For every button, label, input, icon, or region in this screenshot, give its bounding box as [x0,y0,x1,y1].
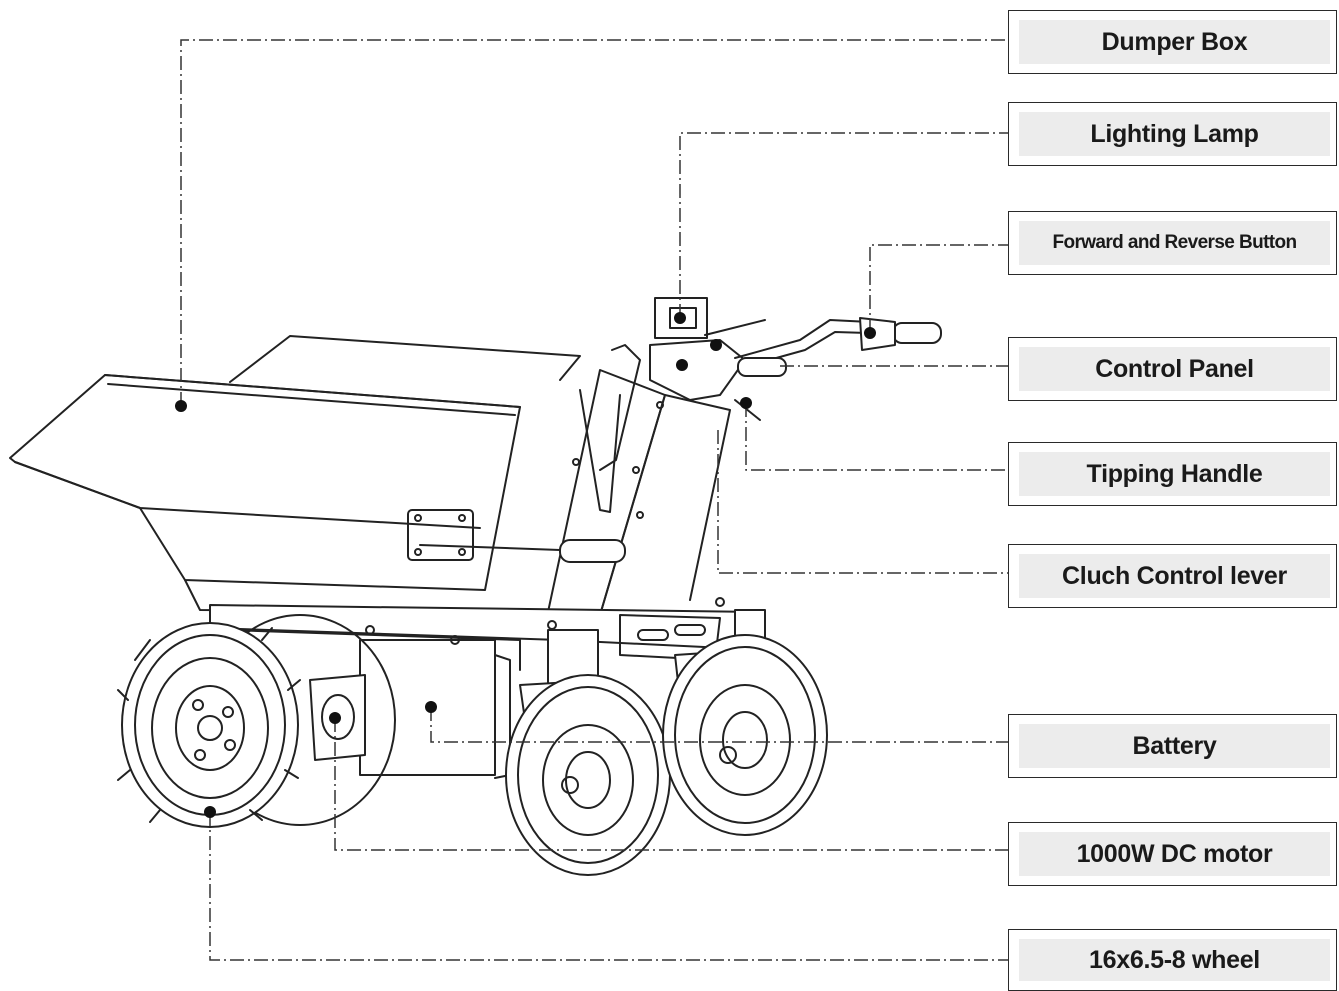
callout-tipping-handle: Tipping Handle [1008,442,1337,506]
leader-lines [180,39,1008,961]
leader-forward-reverse [869,244,1008,333]
callout-wheel: 16x6.5-8 wheel [1008,929,1337,991]
callout-forward-reverse-button: Forward and Reverse Button [1008,211,1337,275]
handle-column-drawing [419,344,731,616]
leader-lighting-lamp [679,132,1008,318]
leader-dc-motor [334,718,1008,851]
anchor-control-panel-2 [676,359,688,371]
dumper-box-drawing [9,335,581,613]
callout-dc-motor: 1000W DC motor [1008,822,1337,886]
leader-tipping-handle [745,403,1008,471]
callout-label: Control Panel [1019,347,1330,391]
callout-label: 1000W DC motor [1019,832,1330,876]
front-caster-right-drawing [662,634,828,836]
callout-label: Cluch Control lever [1019,554,1330,598]
callout-label: Dumper Box [1019,20,1330,64]
anchor-battery [425,701,437,713]
anchor-dots [175,312,876,818]
leader-dumper-box [180,39,1008,406]
leader-wheel [209,812,1008,961]
anchor-dumper-box [175,400,187,412]
leader-cluch-lever [717,430,1008,574]
front-caster-left-drawing [505,674,671,876]
handlebar-drawing [649,297,942,421]
callout-battery: Battery [1008,714,1337,778]
callout-lighting-lamp: Lighting Lamp [1008,102,1337,166]
machine-drawing [9,297,942,876]
callout-label: Lighting Lamp [1019,112,1330,156]
callout-label: Tipping Handle [1019,452,1330,496]
anchor-dc-motor [329,712,341,724]
callout-label: 16x6.5-8 wheel [1019,939,1330,981]
anchor-wheel [204,806,216,818]
rear-wheel-drawing [117,614,396,828]
callout-control-panel: Control Panel [1008,337,1337,401]
callout-label: Battery [1019,724,1330,768]
callout-label: Forward and Reverse Button [1019,221,1330,265]
anchor-forward-reverse [864,327,876,339]
leader-battery [430,707,1008,743]
callout-dumper-box: Dumper Box [1008,10,1337,74]
anchor-control-panel-1 [710,339,722,351]
anchor-lighting-lamp [674,312,686,324]
anchor-tipping-handle [740,397,752,409]
callout-cluch-control-lever: Cluch Control lever [1008,544,1337,608]
